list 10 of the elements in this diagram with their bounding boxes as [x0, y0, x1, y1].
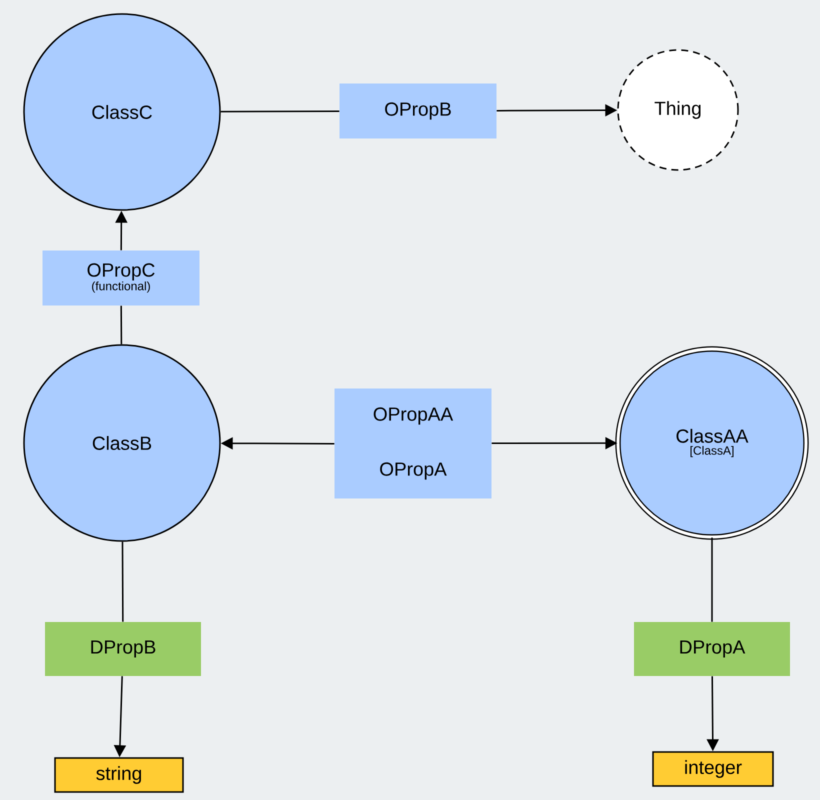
property-box: OPropAA: [334, 388, 492, 444]
datatype-box: string: [54, 757, 184, 793]
node-label: OPropA: [380, 462, 447, 480]
node-label: OPropAA: [374, 407, 454, 425]
property-box: OPropC (functional): [42, 250, 200, 306]
property-box: DPropB: [45, 622, 201, 676]
property-box: DPropA: [634, 622, 790, 676]
datatype-box: integer: [652, 751, 774, 787]
property-box: OPropB: [340, 84, 496, 138]
property-box: OPropA: [334, 444, 492, 498]
